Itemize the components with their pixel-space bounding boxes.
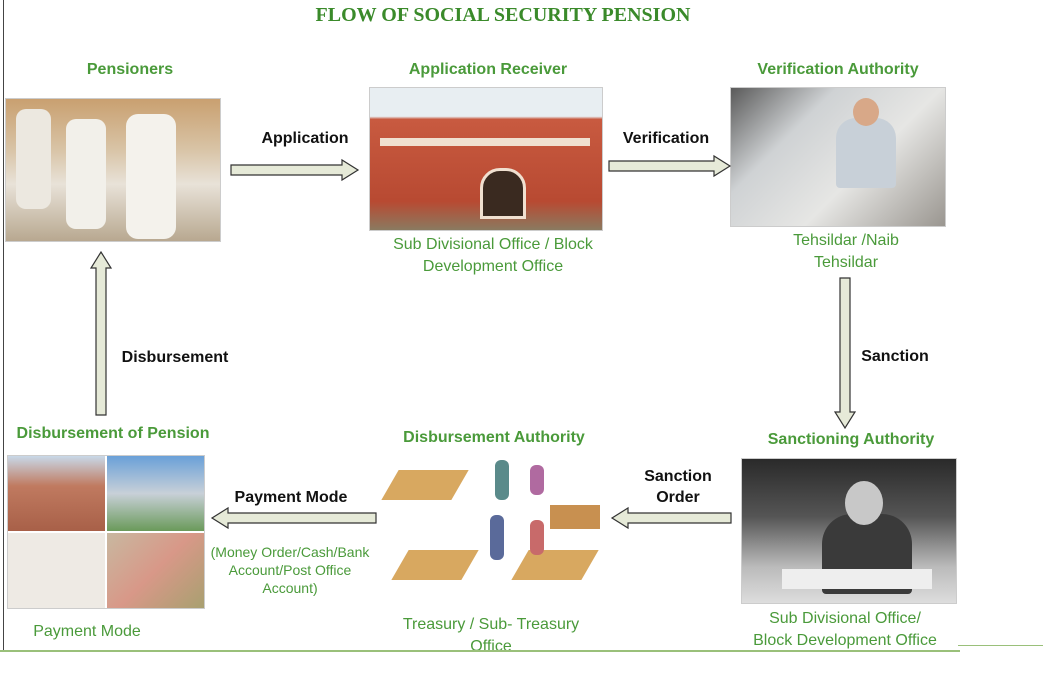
label-application: Application [261,130,349,147]
label-line: Sanction [644,468,712,485]
arrow-payment-mode [210,506,377,530]
officer-desk-photo [730,87,946,227]
caption-line: Treasury / Sub- Treasury [402,616,580,633]
office-building-photo [369,87,603,231]
caption-line: Sub Divisional Office / Block [393,236,593,253]
left-border [3,0,4,652]
disbursement-authority-heading: Disbursement Authority [403,429,585,446]
diagram-title: FLOW OF SOCIAL SECURITY PENSION [315,4,691,26]
disbursement-pension-heading: Disbursement of Pension [16,425,210,442]
sanctioning-heading: Sanctioning Authority [767,431,935,448]
caption-line: Development Office [422,258,564,275]
receiver-caption: Sub Divisional Office / Block Developmen… [373,234,613,278]
label-line: Order [656,489,700,506]
sanctioning-caption: Sub Divisional Office/ Block Development… [735,608,955,652]
payment-mode-caption: Payment Mode [33,623,141,640]
payment-mode-collage [7,455,205,609]
arrow-sanction [833,277,857,430]
receiver-heading: Application Receiver [408,61,568,78]
caption-line: Sub Divisional Office/ [769,610,921,627]
pensioners-photo [5,98,221,242]
caption-line: Block Development Office [753,632,937,649]
verification-heading: Verification Authority [757,61,919,78]
arrow-verification [608,154,732,178]
office-workers-illustration [380,455,605,600]
pensioners-heading: Pensioners [86,61,174,78]
verification-caption: Tehsildar /Naib Tehsildar [756,230,936,274]
label-verification: Verification [622,130,710,147]
caption-line: Office [470,638,512,655]
detail-line: Account/Post Office [228,562,352,578]
label-sanction: Sanction [861,348,929,365]
bottom-divider-right [958,645,1043,646]
label-sanction-order: Sanction Order [644,466,712,508]
label-disbursement: Disbursement [121,349,229,366]
arrow-application [230,158,360,182]
caption-line: Tehsildar /Naib [793,232,899,249]
payment-mode-details: (Money Order/Cash/Bank Account/Post Offi… [195,543,385,597]
arrow-disbursement [89,250,113,416]
arrow-sanction-order [610,506,732,530]
label-payment-mode: Payment Mode [234,489,348,506]
detail-line: (Money Order/Cash/Bank [210,544,370,560]
bottom-divider [0,650,960,652]
sanctioning-officer-photo [741,458,957,604]
caption-line: Tehsildar [813,254,879,271]
detail-line: Account) [262,580,318,596]
